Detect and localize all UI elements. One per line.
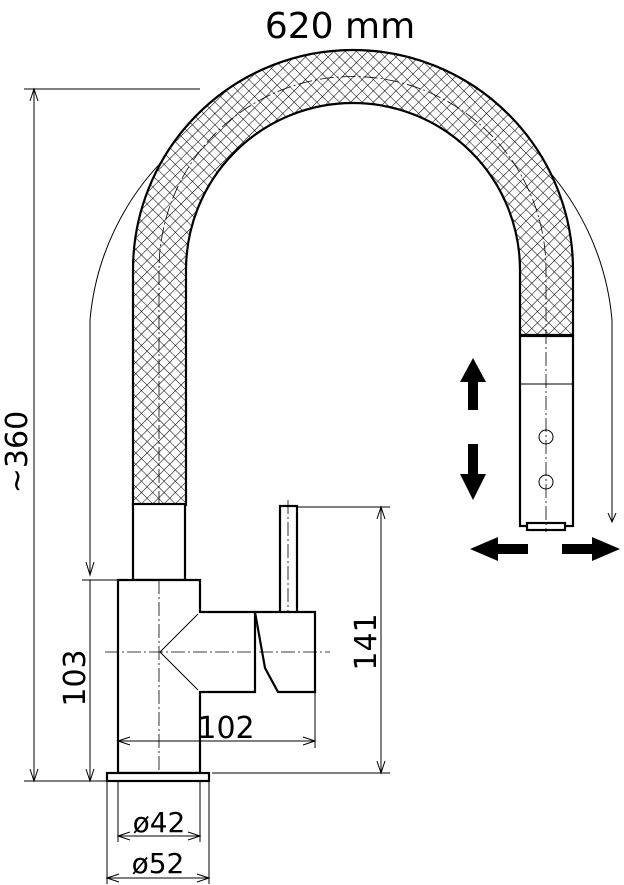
dia42-arrow-left bbox=[116, 831, 131, 841]
base-plate bbox=[105, 771, 211, 783]
hose-centerline bbox=[158, 76, 547, 505]
handle-lever bbox=[278, 504, 299, 616]
height-arrow-top bbox=[29, 87, 39, 102]
arrow-left-icon bbox=[470, 537, 528, 561]
arrow-down-icon bbox=[460, 444, 486, 500]
handle-height-arrow-bottom bbox=[376, 760, 386, 775]
reach-arc-left-arrow bbox=[85, 561, 95, 577]
depth-dimension-label: 102 bbox=[197, 711, 254, 746]
handle-height-dimension-label: 141 bbox=[349, 613, 384, 670]
dia52-dimension-label: ø52 bbox=[132, 847, 185, 880]
dia52-arrow-right bbox=[196, 873, 211, 883]
arrow-right-icon bbox=[562, 537, 620, 561]
spray-button-bottom bbox=[538, 474, 554, 490]
spout-height-arrow-bottom bbox=[85, 768, 95, 783]
dia42-arrow-right bbox=[187, 831, 202, 841]
arrow-up-icon bbox=[460, 358, 486, 410]
dia52-arrow-left bbox=[105, 873, 120, 883]
height-dimension-label: ~360 bbox=[0, 411, 35, 493]
spout-height-dimension-label: 103 bbox=[58, 649, 93, 706]
reach-dimension-label: 620 mm bbox=[265, 6, 415, 47]
depth-arrow-left bbox=[116, 736, 131, 746]
spray-head bbox=[518, 334, 575, 528]
flexible-hose-mesh bbox=[131, 48, 575, 507]
spray-button-top bbox=[538, 429, 554, 445]
spout-neck bbox=[131, 502, 187, 582]
depth-arrow-right bbox=[302, 736, 317, 746]
height-arrow-bottom bbox=[29, 768, 39, 783]
handle-height-arrow-top bbox=[376, 505, 386, 520]
dia42-dimension-label: ø42 bbox=[133, 806, 186, 839]
